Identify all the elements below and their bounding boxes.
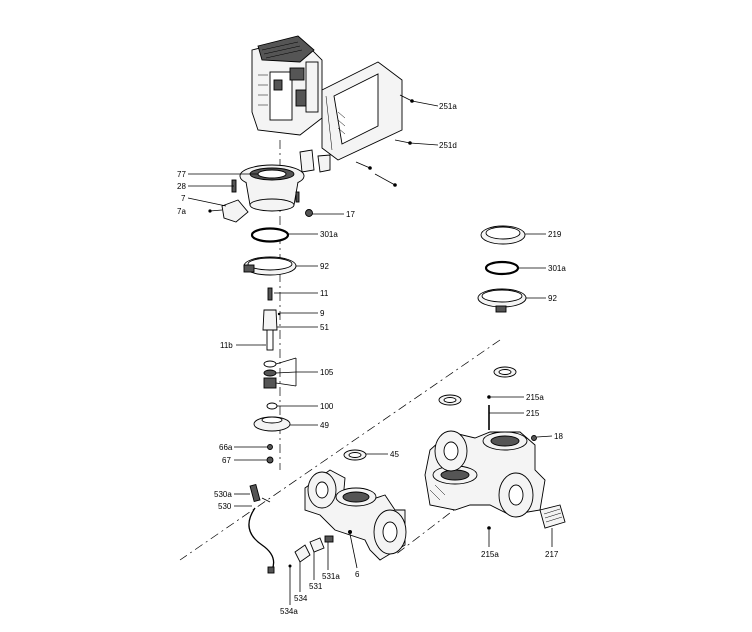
- nameplate-217: [539, 504, 566, 529]
- axis-lines: [179, 140, 501, 561]
- label-51: 51: [320, 323, 329, 332]
- seal-ring-45: [343, 449, 367, 461]
- label-215: 215: [526, 409, 540, 418]
- sensor-cable: [248, 483, 275, 574]
- label-7a: 7a: [177, 207, 186, 216]
- o-ring-right: [484, 260, 520, 276]
- label-217: 217: [545, 550, 559, 559]
- o-ring-left: [250, 227, 290, 243]
- label-215a-top: 215a: [526, 393, 544, 402]
- shaft-assembly: [253, 287, 291, 464]
- label-92-left: 92: [320, 262, 329, 271]
- label-11: 11: [320, 289, 329, 298]
- leader-lines: [187, 100, 553, 605]
- pump-housing-right: [424, 430, 546, 518]
- label-100: 100: [320, 402, 334, 411]
- label-301a-right: 301a: [548, 264, 566, 273]
- label-530a: 530a: [214, 490, 232, 499]
- cover-219: [480, 225, 526, 245]
- screws-215: [487, 395, 491, 530]
- clamp-left: [243, 256, 297, 276]
- cover-screws: [355, 94, 414, 187]
- label-219: 219: [548, 230, 562, 239]
- seal-rings-right: [438, 366, 517, 406]
- label-251a: 251a: [439, 102, 457, 111]
- label-28: 28: [177, 182, 186, 191]
- label-105: 105: [320, 368, 334, 377]
- motor-housing: [251, 35, 323, 136]
- label-301a-left: 301a: [320, 230, 338, 239]
- label-67: 67: [222, 456, 231, 465]
- label-534a: 534a: [280, 607, 298, 616]
- valve-parts: [288, 535, 334, 568]
- label-66a: 66a: [219, 443, 233, 452]
- part-labels: 251a 251d 77 28 7 7a 17 301a 92 11 9 51 …: [177, 102, 566, 616]
- label-77: 77: [177, 170, 186, 179]
- clamp-right: [477, 288, 527, 313]
- pump-housing-left: [304, 469, 407, 561]
- label-7: 7: [181, 194, 186, 203]
- motor-stool: [231, 149, 331, 212]
- label-11b: 11b: [220, 341, 233, 350]
- label-531: 531: [309, 582, 323, 591]
- label-534: 534: [294, 594, 308, 603]
- label-92-right: 92: [548, 294, 557, 303]
- label-45: 45: [390, 450, 399, 459]
- label-18: 18: [554, 432, 563, 441]
- label-531a: 531a: [322, 572, 340, 581]
- label-530: 530: [218, 502, 232, 511]
- screw-17: [305, 209, 313, 217]
- label-9: 9: [320, 309, 325, 318]
- label-215a-bottom: 215a: [481, 550, 499, 559]
- label-49: 49: [320, 421, 329, 430]
- label-6: 6: [355, 570, 360, 579]
- terminal-cover: [321, 61, 403, 161]
- coupling-guard: [208, 199, 249, 223]
- label-17: 17: [346, 210, 355, 219]
- label-251d: 251d: [439, 141, 457, 150]
